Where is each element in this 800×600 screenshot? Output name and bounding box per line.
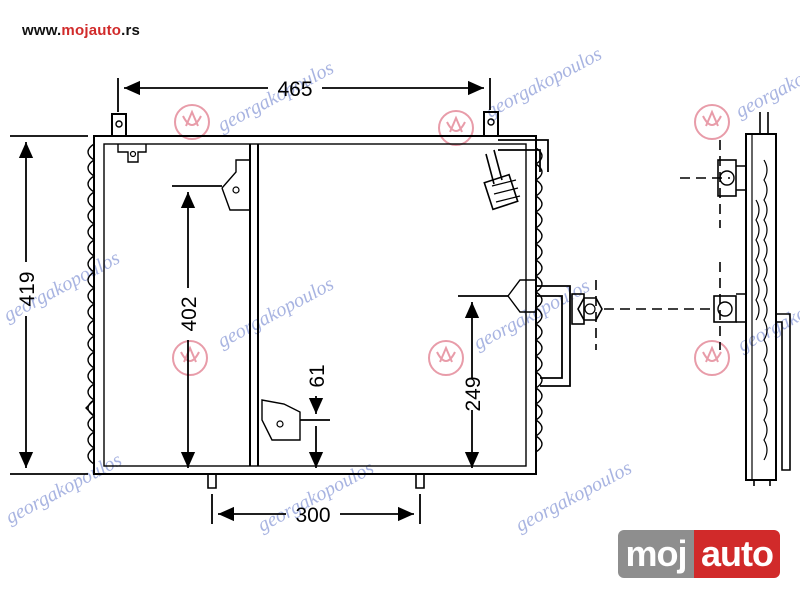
site-url-brand: mojauto [61,22,122,39]
watermark-text-4: georgakopoulos [470,275,594,355]
watermark-seal-1 [174,104,210,140]
watermark-text-6: georgakopoulos [2,449,126,529]
mojauto-logo[interactable]: moj auto [618,530,780,578]
dim-outlet-height: 249 [462,376,485,411]
logo-right-part: auto [694,530,780,578]
site-url-prefix: www. [22,22,62,39]
watermark-layer: georgakopoulos georgakopoulos georgakopo… [0,43,800,537]
dim-inner-height: 402 [178,296,201,331]
site-url-suffix: .rs [121,22,141,39]
centerline [595,140,730,350]
dim-mount-spacing: 300 [295,504,330,527]
watermark-seal-2 [438,110,474,146]
watermark-seal-5 [694,104,730,140]
watermark-seal-4 [428,340,464,376]
condenser-front-view [85,111,603,489]
watermark-text-2: georgakopoulos [482,43,606,123]
dim-width-top: 465 [277,78,312,101]
watermark-text-9: georgakopoulos [732,43,800,123]
dimension-lines [10,78,508,524]
watermark-text-3: georgakopoulos [214,273,338,353]
logo-left-part: moj [618,530,694,578]
watermark-text-1: georgakopoulos [214,57,338,137]
dim-height-left: 419 [16,271,39,306]
watermark-seal-3 [172,340,208,376]
watermark-seal-6 [694,340,730,376]
watermark-text-8: georgakopoulos [512,457,636,537]
condenser-side-view [713,112,791,486]
dim-offset-small: 61 [306,364,329,387]
site-url[interactable]: www.mojauto.rs [22,22,140,39]
